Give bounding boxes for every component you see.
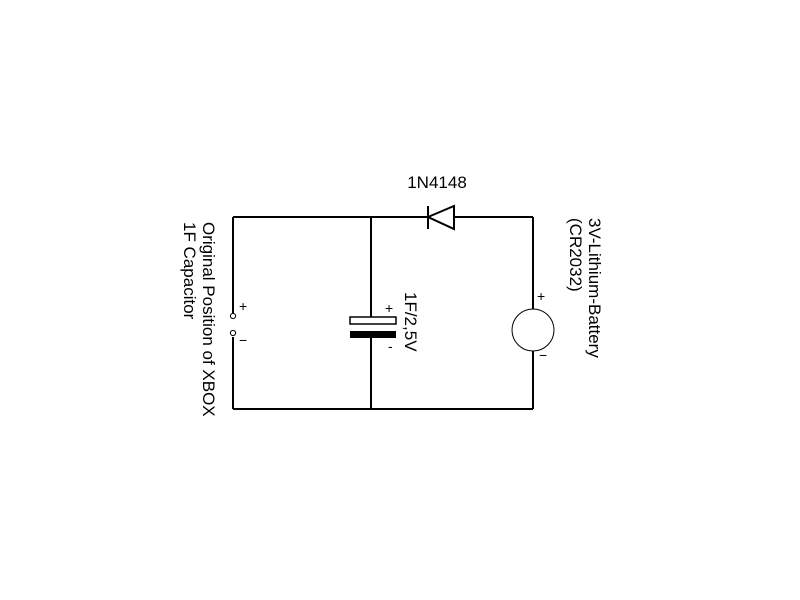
diode-triangle [425, 204, 455, 231]
battery-symbol [511, 308, 555, 352]
battery-plus-sign: + [537, 288, 545, 304]
terminal-connectors [229, 312, 237, 337]
capacitor-plus-sign: + [385, 300, 393, 316]
terminal-minus-sign: − [239, 332, 247, 348]
terminal-plus-sign: + [239, 298, 247, 314]
battery-label-line2: (CR2032) [566, 218, 585, 292]
capacitor-symbol [349, 316, 397, 338]
capacitor-plate-negative [350, 331, 396, 338]
battery-circle [511, 308, 555, 352]
terminal-label-line2: 1F Capacitor [180, 222, 199, 320]
terminal-label-line1: Original Position of XBOX [199, 222, 218, 417]
capacitor-minus-sign: - [388, 338, 393, 354]
diode-label: 1N4148 [407, 173, 467, 192]
diode-symbol [425, 204, 455, 231]
battery-label-line1: 3V-Lithium-Battery [585, 218, 604, 358]
circuit-wires [232, 216, 534, 410]
capacitor-plate-positive [349, 316, 397, 325]
battery-minus-sign: − [539, 347, 547, 363]
terminal-negative-icon [229, 329, 237, 337]
terminal-positive-icon [229, 312, 237, 320]
capacitor-label: 1F/2,5V [401, 292, 420, 352]
